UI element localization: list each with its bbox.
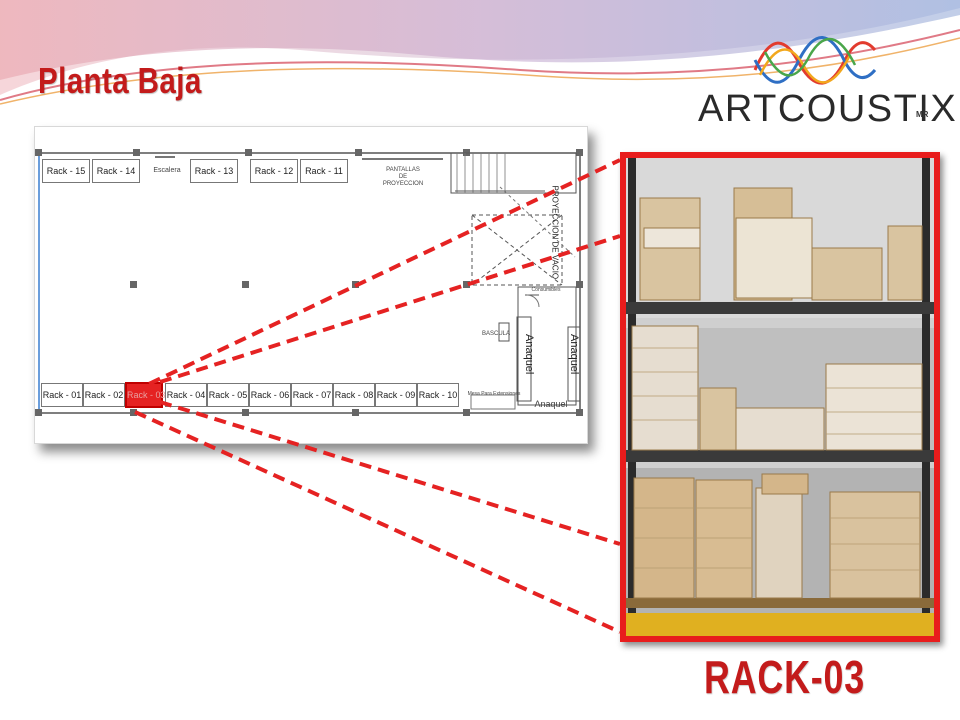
page-title: Planta Baja bbox=[38, 60, 202, 101]
bascula-label: BASCULA bbox=[481, 331, 510, 337]
rack-caption: RACK-03 bbox=[704, 651, 865, 703]
rack-06[interactable]: Rack - 06 bbox=[249, 383, 291, 407]
escalera-label: Escalera bbox=[153, 167, 181, 174]
rack-03-highlighted[interactable]: Rack - 03 bbox=[125, 382, 166, 408]
logo-trademark: MR bbox=[916, 110, 929, 119]
logo-wordmark: ARTCOUSTIX bbox=[698, 88, 958, 130]
rack-01[interactable]: Rack - 01 bbox=[41, 383, 83, 407]
anaquel-label-1: Anaquel bbox=[523, 334, 535, 375]
rack-08[interactable]: Rack - 08 bbox=[333, 383, 375, 407]
floor-plan: Rack - 15 Rack - 14 Rack - 13 Rack - 12 … bbox=[34, 126, 588, 444]
rack-photo bbox=[620, 152, 940, 642]
rack-photo-illustration bbox=[626, 158, 934, 636]
rack-09[interactable]: Rack - 09 bbox=[375, 383, 417, 407]
rack-02[interactable]: Rack - 02 bbox=[83, 383, 125, 407]
pantallas-label: PANTALLAS DE PROYECCION bbox=[382, 167, 424, 187]
artcoustix-logo: ARTCOUSTIX MR bbox=[690, 30, 956, 130]
rack-05[interactable]: Rack - 05 bbox=[207, 383, 249, 407]
anaquel-label-2: Anaquel bbox=[568, 334, 580, 375]
mesa-label: Mesa Para Extensiones bbox=[467, 391, 521, 397]
rack-11[interactable]: Rack - 11 bbox=[300, 159, 348, 183]
anaquel-label-3: Anaquel bbox=[534, 399, 568, 409]
rack-14[interactable]: Rack - 14 bbox=[92, 159, 140, 183]
rack-12[interactable]: Rack - 12 bbox=[250, 159, 298, 183]
rack-13[interactable]: Rack - 13 bbox=[190, 159, 238, 183]
rack-15[interactable]: Rack - 15 bbox=[42, 159, 90, 183]
proyeccion-label: PROYECCION DE VACIO bbox=[550, 185, 560, 280]
header-swoosh bbox=[0, 0, 960, 105]
rack-07[interactable]: Rack - 07 bbox=[291, 383, 333, 407]
consumibles-label: Consumibles bbox=[531, 287, 561, 293]
rack-10[interactable]: Rack - 10 bbox=[417, 383, 459, 407]
rack-04[interactable]: Rack - 04 bbox=[165, 383, 207, 407]
logo-wave-icon bbox=[753, 36, 877, 85]
